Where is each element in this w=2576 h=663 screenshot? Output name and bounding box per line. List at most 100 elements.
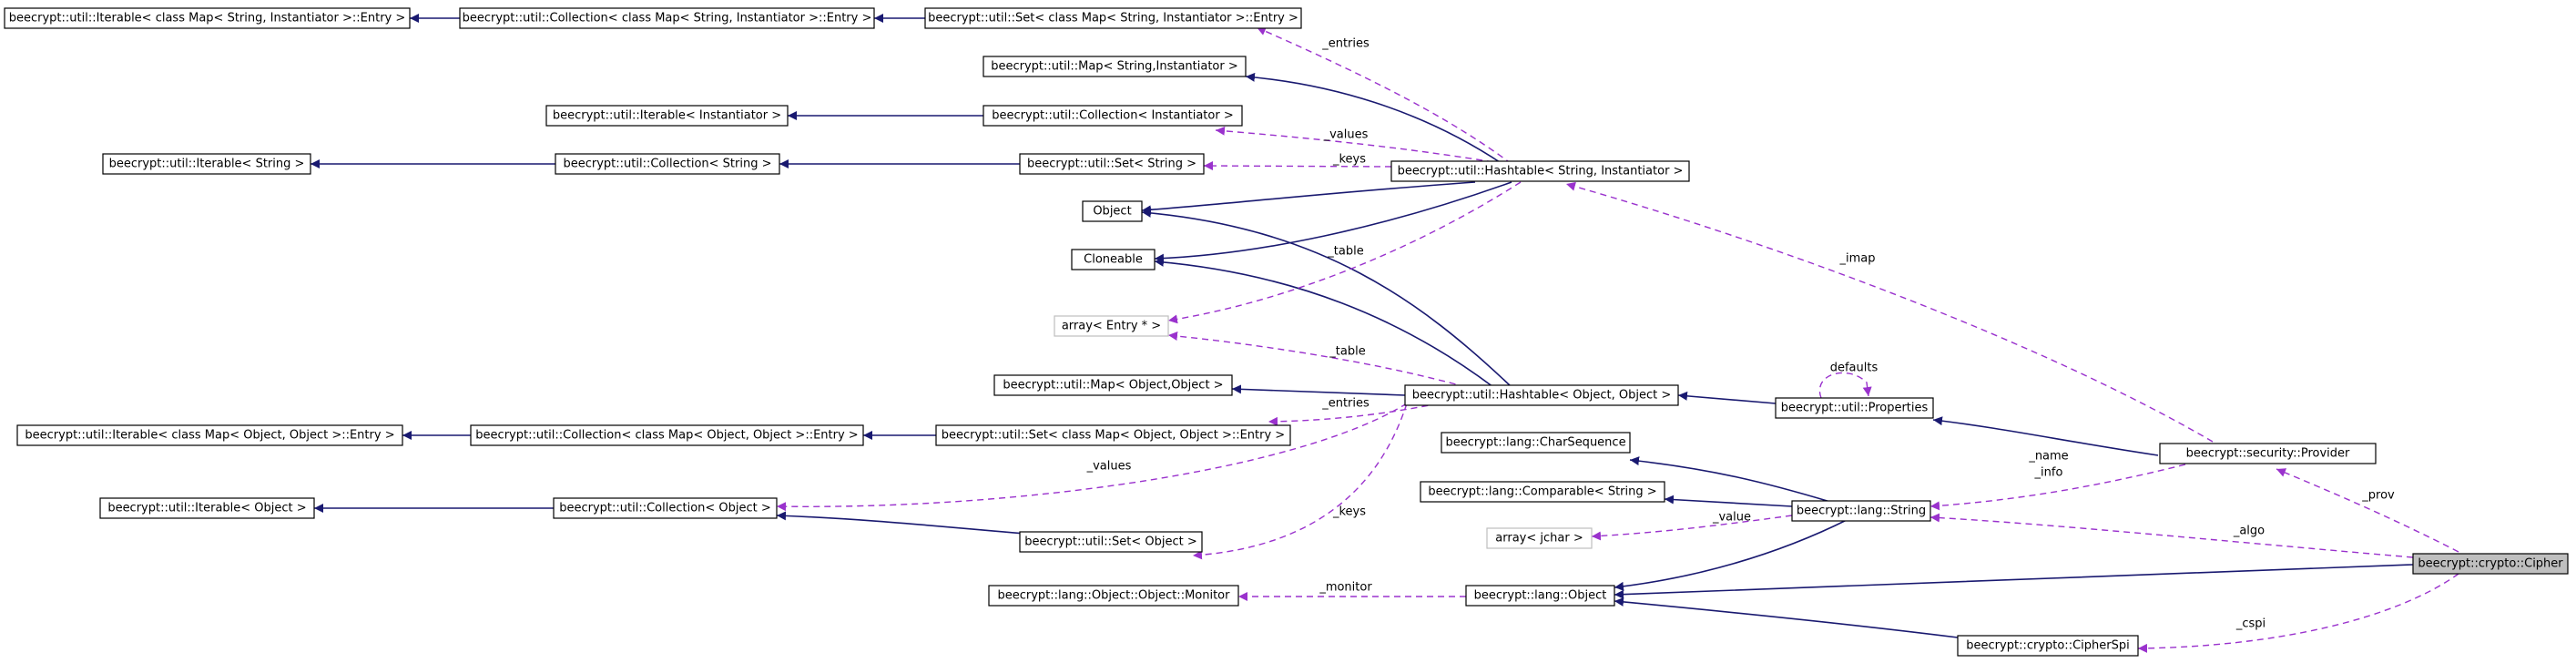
node-iterable-map-string-instantiator-entry[interactable]: beecrypt::util::Iterable< class Map< Str… [4,7,411,29]
edge-label-values-si: _values [1323,128,1369,142]
edge-label-value: _value [1712,511,1751,525]
node-collection-map-string-instantiator-entry[interactable]: beecrypt::util::Collection< class Map< S… [459,7,875,29]
node-label: beecrypt::util::Hashtable< Object, Objec… [1412,389,1672,403]
node-label: beecrypt::lang::String [1797,505,1926,518]
edge-label-table-si: _table [1327,245,1363,259]
node-lang-string[interactable]: beecrypt::lang::String [1791,500,1931,522]
edge-label-imap: _imap [1839,252,1876,266]
node-crypto-cipherspi[interactable]: beecrypt::crypto::CipherSpi [1957,635,2139,657]
node-label: beecrypt::util::Collection< class Map< S… [463,12,872,26]
node-label: beecrypt::util::Set< String > [1027,158,1196,171]
node-set-string[interactable]: beecrypt::util::Set< String > [1019,153,1205,175]
node-label: beecrypt::util::Hashtable< String, Insta… [1398,165,1684,178]
edge-label-values-oo: _values [1086,460,1132,474]
edge-lang-string-to-lang-object [1614,518,1849,591]
node-label: Cloneable [1084,253,1143,267]
edge-provider-to-properties [1932,416,2159,456]
node-label: beecrypt::lang::CharSequence [1445,436,1625,450]
edge-hashtable-oo-to-object [1141,208,1512,388]
edge-use-defaults [1818,372,1872,399]
edge-label-algo: _algo [2233,525,2265,538]
node-label: beecrypt::security::Provider [2186,447,2350,461]
edge-label-entries-oo: _entries [1321,397,1369,411]
edge-label-entries-si: _entries [1321,37,1369,51]
node-set-map-object-object-entry[interactable]: beecrypt::util::Set< class Map< Object, … [935,424,1291,446]
node-label: beecrypt::util::Iterable< class Map< Obj… [25,429,394,443]
node-charsequence[interactable]: beecrypt::lang::CharSequence [1441,432,1631,454]
edge-cipherspi-to-lang-object [1614,597,1959,638]
node-object[interactable]: Object [1082,200,1143,222]
edge-use-cspi [2137,573,2459,653]
edge-label-monitor: _monitor [1319,581,1372,595]
edge-use-name-info [1929,464,2186,511]
node-label: beecrypt::crypto::Cipher [2418,557,2563,571]
node-label: beecrypt::util::Collection< Object > [559,502,771,515]
node-collection-instantiator[interactable]: beecrypt::util::Collection< Instantiator… [983,105,1243,127]
node-map-string-instantiator[interactable]: beecrypt::util::Map< String,Instantiator… [983,56,1247,77]
edge-label-keys-si: _keys [1332,153,1366,167]
edge-set-object-to-collection-object [776,511,1048,536]
edge-cipher-to-lang-object [1614,564,2414,599]
edge-use-values-oo [776,403,1408,512]
edge-use-algo [1929,513,2414,558]
node-label: beecrypt::util::Properties [1781,402,1929,415]
node-label: beecrypt::util::Collection< Instantiator… [992,109,1233,123]
node-array-entry[interactable]: array< Entry * > [1054,315,1169,337]
node-iterable-object[interactable]: beecrypt::util::Iterable< Object > [99,497,315,519]
node-label: beecrypt::util::Map< String,Instantiator… [991,60,1238,74]
node-set-object[interactable]: beecrypt::util::Set< Object > [1019,531,1203,553]
edge-label-keys-oo: _keys [1332,505,1366,519]
node-label: beecrypt::lang::Object::Object::Monitor [998,589,1231,603]
node-label: beecrypt::util::Iterable< Object > [107,502,306,515]
node-cloneable[interactable]: Cloneable [1071,249,1156,270]
node-iterable-instantiator[interactable]: beecrypt::util::Iterable< Instantiator > [545,105,789,127]
node-label: beecrypt::lang::Object [1474,589,1607,603]
node-label: beecrypt::crypto::CipherSpi [1966,639,2129,653]
node-collection-string[interactable]: beecrypt::util::Collection< String > [555,153,780,175]
node-label: beecrypt::util::Iterable< String > [109,158,305,171]
node-security-provider[interactable]: beecrypt::security::Provider [2159,443,2377,464]
edge-use-prov [2276,468,2459,553]
node-label: array< jchar > [1495,532,1583,546]
node-label: Object [1093,205,1131,219]
node-label: beecrypt::lang::Comparable< String > [1428,485,1656,499]
edge-hashtable-si-to-object [1141,181,1476,215]
node-label: beecrypt::util::Set< class Map< Object, … [942,429,1285,443]
edge-use-keys-si [1203,161,1392,171]
node-object-monitor[interactable]: beecrypt::lang::Object::Object::Monitor [988,585,1239,607]
edge-label-cspi: _cspi [2235,617,2265,631]
node-label: array< Entry * > [1062,320,1161,333]
node-label: beecrypt::util::Map< Object,Object > [1003,379,1223,393]
edge-use-table-si [1167,181,1522,324]
edge-hashtable-si-to-map-si [1245,72,1503,165]
edge-label-prov: _prov [2361,489,2395,503]
node-collection-map-object-object-entry[interactable]: beecrypt::util::Collection< class Map< O… [470,424,864,446]
node-lang-object[interactable]: beecrypt::lang::Object [1465,585,1615,607]
edge-label-name: _name [2028,450,2068,464]
node-properties[interactable]: beecrypt::util::Properties [1775,397,1934,419]
edge-hashtable-si-to-cloneable [1154,181,1512,263]
node-iterable-map-object-object-entry[interactable]: beecrypt::util::Iterable< class Map< Obj… [16,424,403,446]
edge-use-value [1591,515,1793,541]
edge-hashtable-oo-to-cloneable [1154,257,1494,388]
edge-properties-to-hashtable-oo [1677,391,1777,404]
edge-lang-string-to-charsequence [1629,456,1831,503]
node-crypto-cipher[interactable]: beecrypt::crypto::Cipher [2412,553,2569,575]
node-label: beecrypt::util::Collection< class Map< O… [475,429,858,443]
node-map-object-object[interactable]: beecrypt::util::Map< Object,Object > [993,374,1233,396]
node-comparable-string[interactable]: beecrypt::lang::Comparable< String > [1420,481,1665,503]
edge-hashtable-oo-to-map-oo [1231,384,1406,396]
node-hashtable-string-instantiator[interactable]: beecrypt::util::Hashtable< String, Insta… [1390,160,1690,182]
edge-label-info: _info [2034,466,2063,480]
node-iterable-string[interactable]: beecrypt::util::Iterable< String > [102,153,311,175]
node-label: beecrypt::util::Collection< String > [563,158,771,171]
node-hashtable-object-object[interactable]: beecrypt::util::Hashtable< Object, Objec… [1404,384,1679,406]
node-collection-object[interactable]: beecrypt::util::Collection< Object > [553,497,778,519]
node-label: beecrypt::util::Set< Object > [1024,536,1197,549]
edge-use-keys-oo [1192,403,1408,560]
node-array-jchar[interactable]: array< jchar > [1486,527,1593,549]
node-set-map-string-instantiator-entry[interactable]: beecrypt::util::Set< class Map< String, … [924,7,1302,29]
edge-lang-string-to-comparable-string [1664,495,1793,507]
edge-use-entries-si [1256,26,1512,165]
